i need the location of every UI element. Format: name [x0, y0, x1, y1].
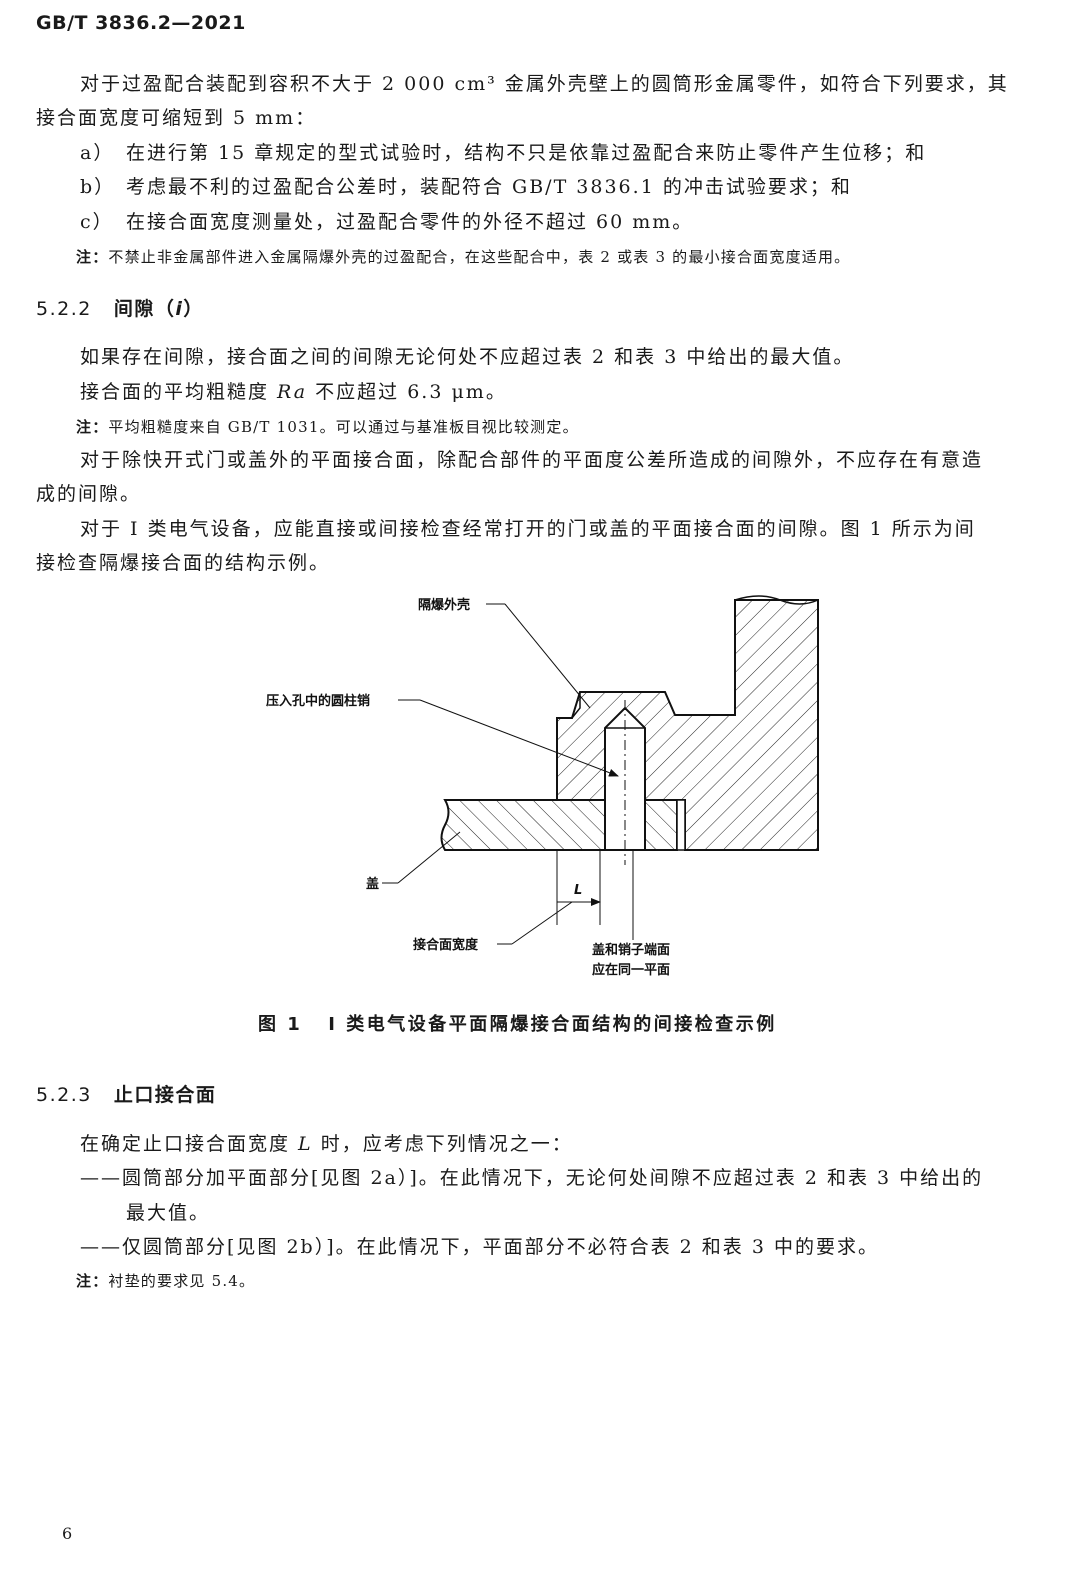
text-run: 时，应考虑下列情况之一：	[312, 1133, 573, 1155]
figure-1-diagram: L 隔爆外壳 压入孔中的圆柱销 盖 接合面宽度 盖和销子端面 应在同一平面	[266, 595, 819, 978]
caption-number: 图 1	[258, 1014, 303, 1035]
intro-line-2: 接合面宽度可缩短到 5 mm：	[36, 107, 317, 129]
leader-width-arrow	[511, 901, 573, 945]
dimension-label-L: L	[574, 883, 582, 898]
enclosure-break-line	[734, 595, 819, 605]
note-label: 注：	[76, 418, 109, 436]
note-text: 不禁止非金属部件进入金属隔爆外壳的过盈配合，在这些配合中，表 2 或表 3 的最…	[108, 248, 851, 266]
leader-pin-arrow	[419, 699, 619, 777]
label-enclosure: 隔爆外壳	[418, 597, 470, 613]
section-title-prefix: 间隙（	[113, 298, 176, 320]
note-label: 注：	[76, 1272, 109, 1290]
gasket-note: 注：衬垫的要求见 5.4。	[76, 1270, 255, 1291]
gap-paragraph-3-line-1: 对于除快开式门或盖外的平面接合面，除配合部件的平面度公差所造成的间隙外，不应存在…	[80, 449, 984, 471]
text-run: 不应超过 6.3 μm。	[307, 381, 507, 403]
list-marker: b）	[80, 176, 116, 198]
list-item-b: b） 考虑最不利的过盈配合公差时，装配符合 GB/T 3836.1 的冲击试验要求…	[80, 170, 852, 204]
width-symbol: L	[298, 1133, 313, 1155]
list-text: 在进行第 15 章规定的型式试验时，结构不只是依靠过盈配合来防止零件产生位移；和	[126, 142, 927, 164]
figure-1-caption: 图 1 Ⅰ 类电气设备平面隔爆接合面结构的间接检查示例	[258, 1010, 777, 1036]
gap-paragraph-2: 接合面的平均粗糙度 Ra 不应超过 6.3 μm。	[80, 375, 507, 409]
note-text: 平均粗糙度来自 GB/T 1031。可以通过与基准板目视比较测定。	[108, 418, 579, 436]
section-title-suffix: ）	[183, 298, 204, 320]
leader-enclosure-curve	[504, 603, 591, 709]
section-number: 5.2.3	[36, 1084, 92, 1106]
note-label: 注：	[76, 248, 109, 266]
spigot-dash-item-1-line-2: 最大值。	[126, 1202, 211, 1224]
list-marker: c）	[80, 211, 114, 233]
gap-paragraph-4-line-2: 接检查隔爆接合面的结构示例。	[36, 552, 331, 574]
intro-note: 注：不禁止非金属部件进入金属隔爆外壳的过盈配合，在这些配合中，表 2 或表 3 …	[76, 246, 850, 267]
label-flush-line-1: 盖和销子端面	[592, 942, 670, 958]
list-item-c: c） 在接合面宽度测量处，过盈配合零件的外径不超过 60 mm。	[80, 205, 693, 239]
cover-gap	[676, 799, 686, 851]
section-heading-5-2-3: 5.2.3 止口接合面	[36, 1080, 216, 1107]
list-item-a: a） 在进行第 15 章规定的型式试验时，结构不只是依靠过盈配合来防止零件产生位移…	[80, 136, 926, 170]
label-pin: 压入孔中的圆柱销	[266, 693, 370, 709]
label-cover: 盖	[366, 876, 379, 892]
section-title: 止口接合面	[113, 1084, 217, 1106]
spigot-dash-item-1-line-1: ——圆筒部分加平面部分[见图 2a）]。在此情况下，无论何处间隙不应超过表 2 …	[80, 1167, 984, 1189]
label-flush-line-2: 应在同一平面	[592, 962, 670, 978]
cover-plate-right-part	[644, 799, 678, 851]
list-text: 在接合面宽度测量处，过盈配合零件的外径不超过 60 mm。	[126, 211, 694, 233]
spigot-paragraph-1: 在确定止口接合面宽度 L 时，应考虑下列情况之一：	[80, 1127, 573, 1161]
page-number: 6	[62, 1524, 73, 1543]
roughness-note: 注：平均粗糙度来自 GB/T 1031。可以通过与基准板目视比较测定。	[76, 416, 579, 437]
section-number: 5.2.2	[36, 298, 92, 320]
gap-paragraph-3-line-2: 成的间隙。	[36, 483, 142, 505]
section-heading-5-2-2: 5.2.2 间隙（i）	[36, 294, 204, 321]
cover-plate	[440, 799, 606, 851]
text-run: 在确定止口接合面宽度	[80, 1133, 299, 1155]
spigot-dash-item-2: ——仅圆筒部分[见图 2b）]。在此情况下，平面部分不必符合表 2 和表 3 中…	[80, 1236, 879, 1258]
label-joint-width: 接合面宽度	[413, 937, 479, 953]
section-title-symbol: i	[175, 298, 184, 320]
intro-line-1: 对于过盈配合装配到容积不大于 2 000 cm³ 金属外壳壁上的圆筒形金属零件，…	[80, 73, 1009, 95]
gap-paragraph-4-line-1: 对于 Ⅰ 类电气设备，应能直接或间接检查经常打开的门或盖的平面接合面的间隙。图 …	[80, 518, 976, 540]
gap-paragraph-1: 如果存在间隙，接合面之间的间隙无论何处不应超过表 2 和表 3 中给出的最大值。	[80, 346, 855, 368]
standard-code: GB/T 3836.2—2021	[36, 12, 246, 34]
leader-cover-arrow	[397, 831, 461, 884]
note-text: 衬垫的要求见 5.4。	[108, 1272, 256, 1290]
list-marker: a）	[80, 142, 115, 164]
caption-text: Ⅰ 类电气设备平面隔爆接合面结构的间接检查示例	[328, 1014, 777, 1035]
cylindrical-pin	[604, 706, 646, 851]
roughness-symbol: Ra	[277, 381, 308, 403]
list-text: 考虑最不利的过盈配合公差时，装配符合 GB/T 3836.1 的冲击试验要求；和	[126, 176, 852, 198]
text-run: 接合面的平均粗糙度	[80, 381, 278, 403]
enclosure-chamfer	[571, 692, 581, 719]
